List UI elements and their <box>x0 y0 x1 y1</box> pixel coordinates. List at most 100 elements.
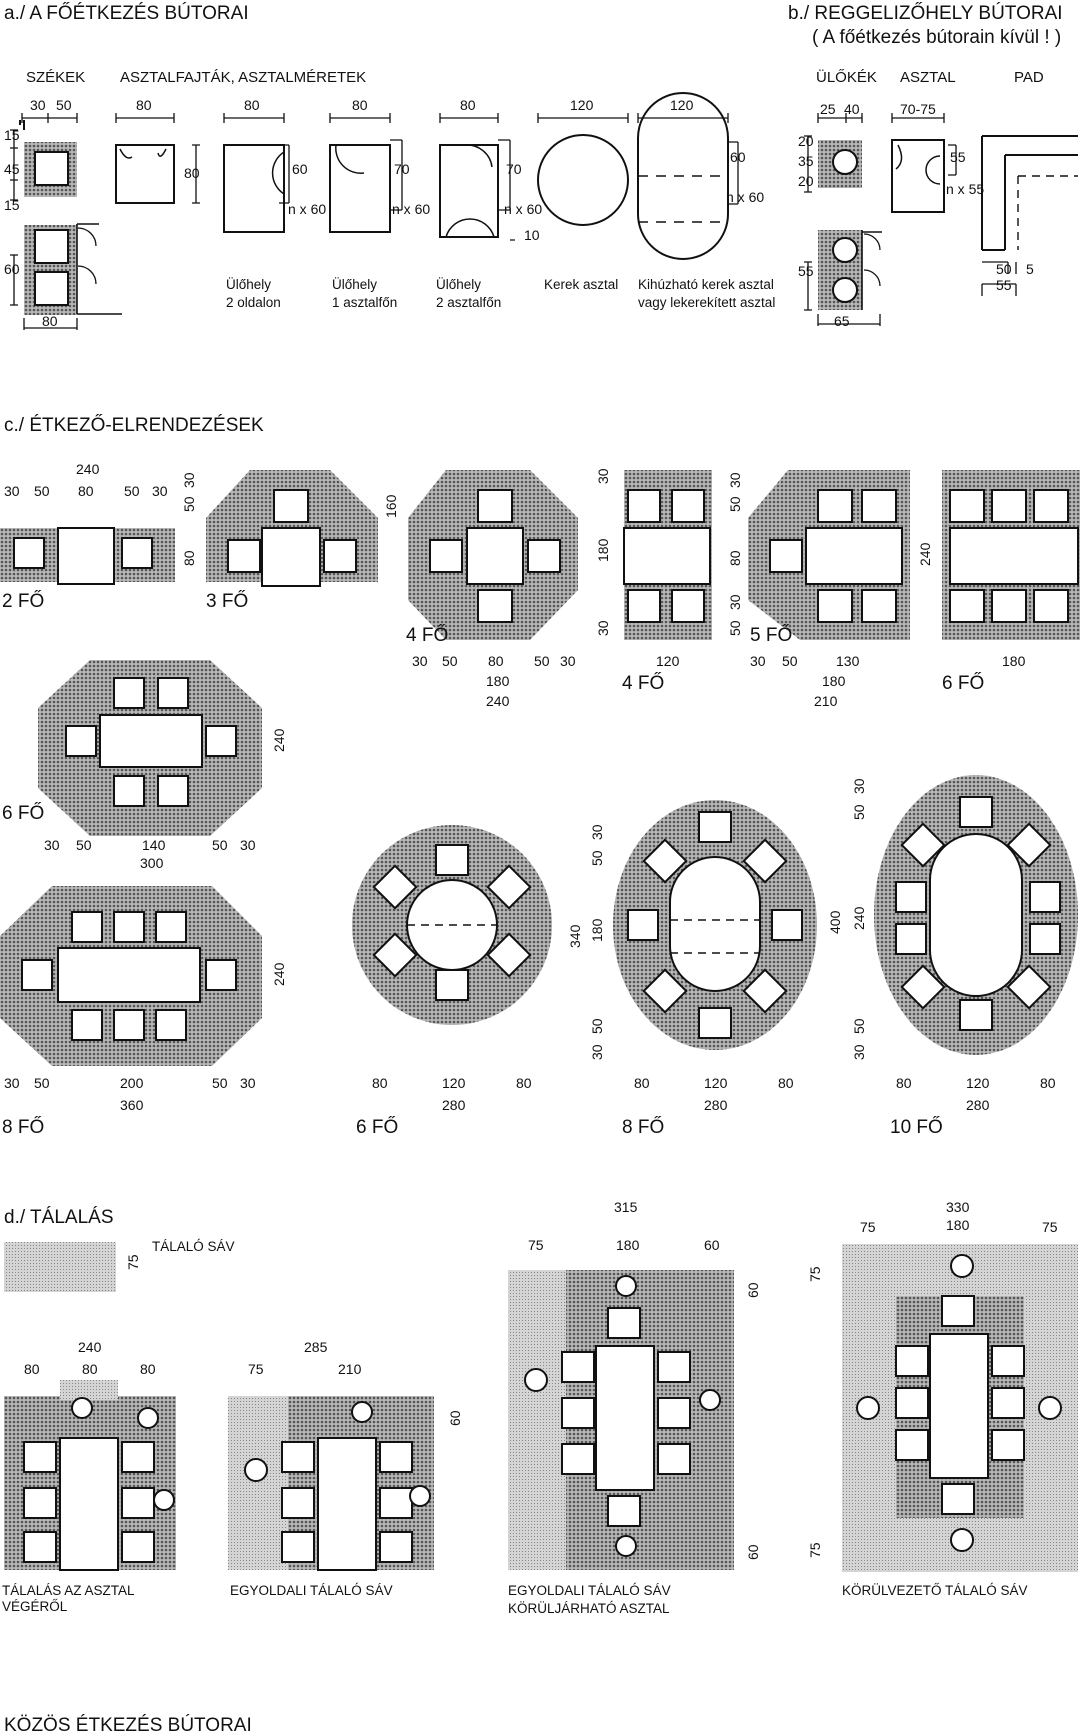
serving-band-label: TÁLALÓ SÁV <box>152 1239 235 1254</box>
dim-label: 80 <box>352 97 368 113</box>
dim-label: 50 <box>34 483 50 499</box>
two-chairs-plan <box>10 223 122 330</box>
dim-label: 30 <box>727 472 743 488</box>
dim-label: 80 <box>896 1075 912 1091</box>
dim-label: n x 55 <box>946 181 985 197</box>
dim-label: 50 <box>851 804 867 820</box>
dim-label: 55 <box>798 263 814 279</box>
dim-label: 30 <box>589 824 605 840</box>
dim-label: 80 <box>181 550 197 566</box>
dim-label: 25 <box>820 101 836 117</box>
dim-label: 35 <box>798 153 814 169</box>
section-b-title: b./ REGGELIZŐHELY BÚTORAI <box>788 3 1063 24</box>
dim-label: 400 <box>827 910 843 934</box>
dim-label: 240 <box>76 461 100 477</box>
dim-label: 80 <box>372 1075 388 1091</box>
dim-label: 240 <box>917 542 933 566</box>
dim-label: 120 <box>670 97 694 113</box>
caption: 2 oldalon <box>226 295 281 310</box>
layout-8-persons-octagon <box>0 886 262 1066</box>
layout-caption: 6 FŐ <box>942 673 985 694</box>
section-d-title: d./ TÁLALÁS <box>4 1207 114 1228</box>
dim-label: 80 <box>140 1361 156 1377</box>
caption: Ülőhely <box>436 277 482 292</box>
dim-label: 10 <box>524 227 540 243</box>
table-seat-2-sides <box>223 113 290 233</box>
dim-label: 70-75 <box>900 101 936 117</box>
dim-label: 50 <box>56 97 72 113</box>
dim-label: 80 <box>184 165 200 181</box>
dim-label: 50 <box>181 496 197 512</box>
dim-label: 50 <box>442 653 458 669</box>
dim-label: 60 <box>292 161 308 177</box>
dim-label: 50 <box>851 1018 867 1034</box>
layout-caption: 5 FŐ <box>750 625 793 646</box>
dim-label: 75 <box>248 1361 264 1377</box>
layout-caption: 4 FŐ <box>622 673 665 694</box>
dim-label: 30 <box>30 97 46 113</box>
layout-6-persons-round <box>352 825 552 1025</box>
caption: Ülőhely <box>226 277 272 292</box>
serve-caption: EGYOLDALI TÁLALÓ SÁV <box>508 1583 671 1598</box>
dim-label: 360 <box>120 1097 144 1113</box>
dim-label: 30 <box>851 778 867 794</box>
layout-caption: 8 FŐ <box>622 1117 665 1138</box>
tables-heading: ASZTALFAJTÁK, ASZTALMÉRETEK <box>120 69 367 86</box>
dim-label: 330 <box>946 1199 970 1215</box>
dim-label: 180 <box>595 538 611 562</box>
dim-label: 80 <box>78 483 94 499</box>
dim-label: 210 <box>814 693 838 709</box>
caption: Ülőhely <box>332 277 378 292</box>
caption: 2 asztalfőn <box>436 295 502 310</box>
dim-label: 30 <box>589 1044 605 1060</box>
dim-label: 75 <box>860 1219 876 1235</box>
dim-label: 210 <box>338 1361 362 1377</box>
dim-label: 180 <box>1002 653 1026 669</box>
layout-caption: 6 FŐ <box>2 803 45 824</box>
dim-label: 160 <box>383 494 399 518</box>
dim-label: 280 <box>442 1097 466 1113</box>
dim-label: 50 <box>727 496 743 512</box>
layout-10-persons-oval <box>874 775 1078 1055</box>
dim-label: 285 <box>304 1339 328 1355</box>
dim-label: 120 <box>966 1075 990 1091</box>
dim-label: 80 <box>516 1075 532 1091</box>
layout-caption: 8 FŐ <box>2 1117 45 1138</box>
dim-label: 50 <box>124 483 140 499</box>
corner-bench <box>981 135 1078 296</box>
dim-label: 60 <box>745 1544 761 1560</box>
dim-label: 50 <box>996 261 1012 277</box>
layout-caption: 4 FŐ <box>406 625 449 646</box>
dim-label: 280 <box>704 1097 728 1113</box>
dim-label: 20 <box>798 133 814 149</box>
dim-label: 240 <box>851 906 867 930</box>
dim-label: 30 <box>560 653 576 669</box>
dim-label: 50 <box>212 837 228 853</box>
layout-caption: 2 FŐ <box>2 591 45 612</box>
dim-label: 120 <box>442 1075 466 1091</box>
dim-label: 120 <box>570 97 594 113</box>
breakfast-table <box>891 113 957 213</box>
dim-label: 180 <box>822 673 846 689</box>
dim-label: 75 <box>807 1266 823 1282</box>
dim-label: 80 <box>136 97 152 113</box>
dim-label: 180 <box>486 673 510 689</box>
dim-label: 120 <box>656 653 680 669</box>
dim-label: 240 <box>78 1339 102 1355</box>
dim-label: 80 <box>24 1361 40 1377</box>
dim-label: 55 <box>950 149 966 165</box>
dim-label: 280 <box>966 1097 990 1113</box>
dim-label: 50 <box>212 1075 228 1091</box>
dim-label: 30 <box>750 653 766 669</box>
dim-label: 80 <box>1040 1075 1056 1091</box>
dim-label: 300 <box>140 855 164 871</box>
stool-pair-plan <box>804 230 882 326</box>
serve-table-end <box>4 1380 176 1571</box>
dim-label: 15 <box>4 197 20 213</box>
serve-caption: TÁLALÁS AZ ASZTAL <box>2 1583 135 1598</box>
dim-label: 30 <box>240 1075 256 1091</box>
caption: vagy lekerekített asztal <box>638 295 776 310</box>
caption: 1 asztalfőn <box>332 295 398 310</box>
